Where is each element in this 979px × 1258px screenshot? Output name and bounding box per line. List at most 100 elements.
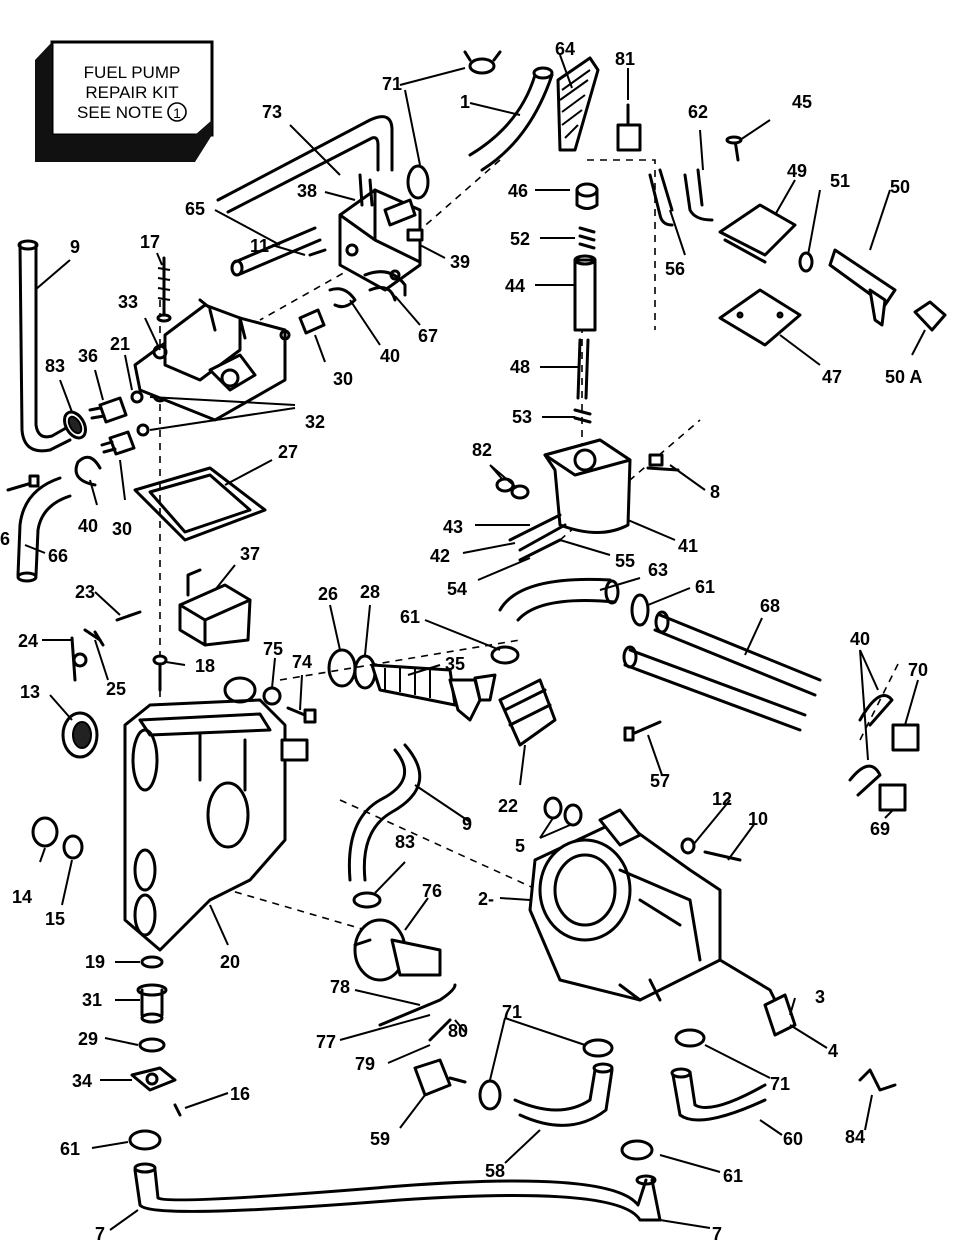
callout-19: 19 <box>85 952 105 972</box>
clamp-71-top <box>463 50 502 75</box>
callout-2: 2- <box>478 889 494 909</box>
callout-63: 63 <box>648 560 668 580</box>
callout-81: 81 <box>615 49 635 69</box>
plate-34 <box>130 1066 177 1092</box>
callout-75: 75 <box>263 639 283 659</box>
fitting-30-upper <box>279 308 326 341</box>
callout-47: 47 <box>822 367 842 387</box>
callout-49: 49 <box>787 161 807 181</box>
ring-26 <box>327 648 357 688</box>
hose-68 <box>622 610 822 732</box>
callout-76: 76 <box>422 881 442 901</box>
callout-25: 25 <box>106 679 126 699</box>
fitting-30-lower <box>100 430 136 456</box>
washer-75 <box>262 686 282 706</box>
callout-54: 54 <box>447 579 467 599</box>
callout-55: 55 <box>615 551 635 571</box>
callout-5: 5 <box>515 836 525 856</box>
note-line-2: REPAIR KIT <box>85 83 178 102</box>
callout-64: 64 <box>555 39 575 59</box>
callout-83: 83 <box>45 356 65 376</box>
callout-23: 23 <box>75 582 95 602</box>
washer-5b <box>563 803 583 827</box>
callout-1: 1 <box>460 92 470 112</box>
screw-8 <box>646 453 680 472</box>
hose-60 <box>670 1067 767 1122</box>
callout-26: 26 <box>318 584 338 604</box>
note-symbol: 1 <box>173 105 181 121</box>
clamp-71-lower-c <box>674 1028 706 1048</box>
callout-56: 56 <box>665 259 685 279</box>
callout-40-right: 40 <box>850 629 870 649</box>
callout-71-lower: 71 <box>502 1002 522 1022</box>
clamp-61-lower-right <box>620 1139 654 1161</box>
hose-73 <box>216 115 394 214</box>
callout-37: 37 <box>240 544 260 564</box>
callout-3: 3 <box>815 987 825 1007</box>
hose-9-middle <box>347 743 422 882</box>
sensor-76 <box>353 918 442 982</box>
rod-48 <box>576 338 590 400</box>
spring-53 <box>573 408 592 424</box>
hose-63 <box>498 577 620 622</box>
callout-8: 8 <box>710 482 720 502</box>
callout-14: 14 <box>12 887 32 907</box>
wires-77-80 <box>378 983 457 1042</box>
callout-44: 44 <box>505 276 525 296</box>
clamp-40-left <box>74 455 102 487</box>
fitting-36 <box>88 396 128 424</box>
callout-27: 27 <box>278 442 298 462</box>
callout-38: 38 <box>297 181 317 201</box>
ring-14 <box>31 816 59 848</box>
fuel-pump-39 <box>338 173 424 292</box>
clamp-61-lower-left <box>128 1129 162 1151</box>
callout-52: 52 <box>510 229 530 249</box>
sleeve-70 <box>891 723 920 752</box>
oring-51 <box>798 251 814 273</box>
callout-71: 71 <box>382 74 402 94</box>
callout-10: 10 <box>748 809 768 829</box>
callout-12: 12 <box>712 789 732 809</box>
screw-16 <box>173 1103 182 1117</box>
clamp-40-right-b <box>848 764 882 797</box>
hose-58 <box>513 1062 614 1127</box>
filter-37 <box>178 568 252 647</box>
callout-61-mid: 61 <box>400 607 420 627</box>
nozzle-54 <box>518 538 562 562</box>
tube-65 <box>230 226 322 277</box>
callout-46: 46 <box>508 181 528 201</box>
callout-53: 53 <box>512 407 532 427</box>
callout-28: 28 <box>360 582 380 602</box>
clamp-71-lower-a <box>478 1079 502 1111</box>
callout-30: 30 <box>333 369 353 389</box>
cover-49 <box>718 203 797 264</box>
callout-42: 42 <box>430 546 450 566</box>
callout-71-right: 71 <box>770 1074 790 1094</box>
grommet-13 <box>61 711 99 759</box>
washer-21 <box>130 390 144 404</box>
callout-70: 70 <box>908 660 928 680</box>
callout-29: 29 <box>78 1029 98 1049</box>
callout-62: 62 <box>688 102 708 122</box>
callout-36: 36 <box>78 346 98 366</box>
hose-7 <box>133 1162 662 1222</box>
screw-57 <box>623 720 662 742</box>
valve-81 <box>616 103 642 152</box>
callout-78: 78 <box>330 977 350 997</box>
callout-30-lower: 30 <box>112 519 132 539</box>
screw-18 <box>152 654 168 692</box>
callout-65: 65 <box>185 199 205 219</box>
callout-51: 51 <box>830 171 850 191</box>
callout-80: 80 <box>448 1021 468 1041</box>
screw-10 <box>703 850 742 862</box>
callout-21: 21 <box>110 334 130 354</box>
elbow-hose-67 <box>363 270 407 302</box>
plate-47 <box>718 288 802 347</box>
ring-28 <box>353 654 377 690</box>
callout-83-mid: 83 <box>395 832 415 852</box>
callout-84: 84 <box>845 1127 865 1147</box>
hose-1 <box>468 66 554 172</box>
callout-61-lower-left: 61 <box>60 1139 80 1159</box>
ring-19 <box>140 955 164 969</box>
